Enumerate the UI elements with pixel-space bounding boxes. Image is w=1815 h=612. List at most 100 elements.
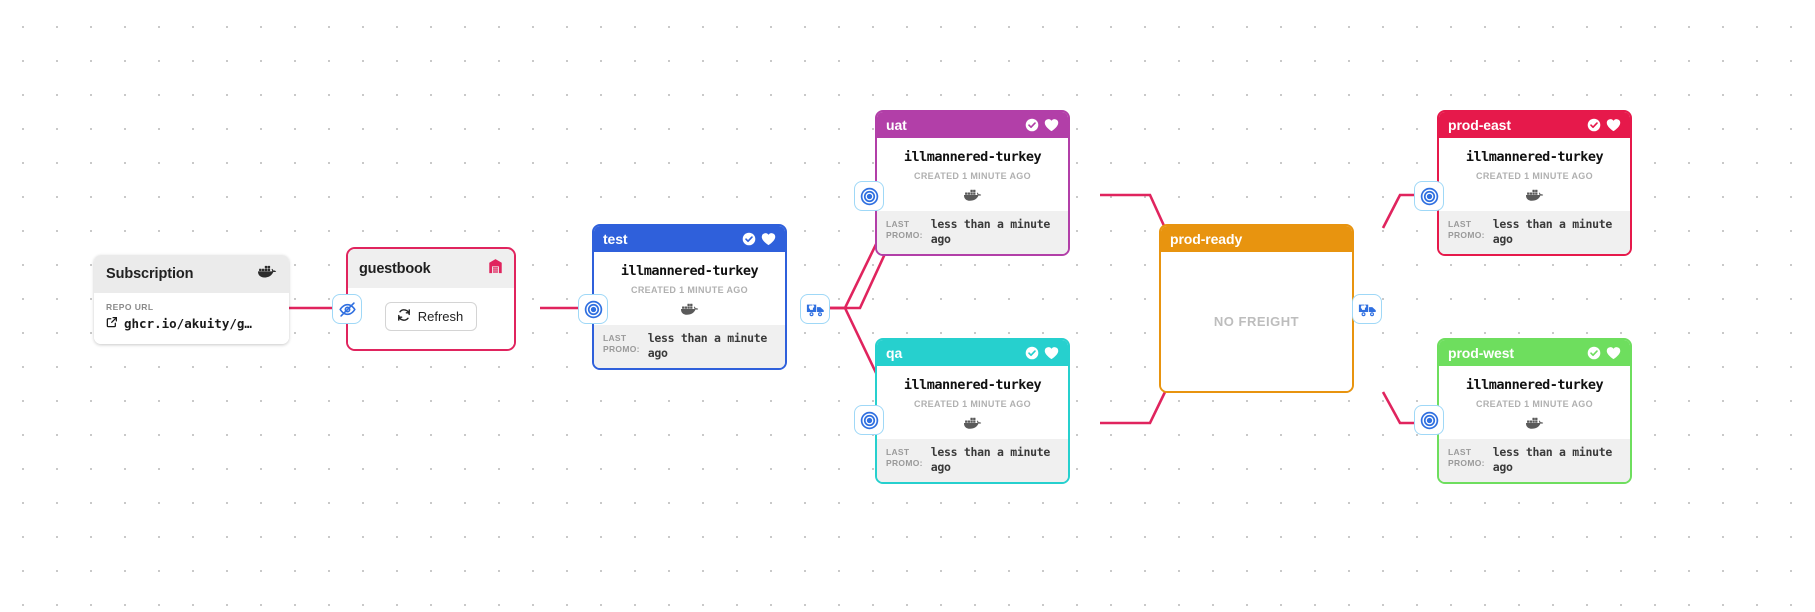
stage-header-prod-east[interactable]: prod-east <box>1439 112 1630 138</box>
stage-name-label: prod-west <box>1448 345 1514 361</box>
freight-created-label: CREATED 1 MINUTE AGO <box>1475 399 1593 409</box>
stage-name-label: qa <box>886 345 903 361</box>
health-check-icon[interactable] <box>1025 118 1039 132</box>
hide-subscription-toggle[interactable] <box>332 294 362 324</box>
stage-status-icons <box>1025 346 1059 360</box>
warehouse-header: guestbook <box>348 249 514 288</box>
target-icon <box>860 411 879 430</box>
docker-whale-icon <box>1447 416 1622 430</box>
stage-header-prod-west[interactable]: prod-west <box>1439 340 1630 366</box>
stage-status-icons <box>1587 346 1621 360</box>
stage-status-icons <box>742 232 776 246</box>
health-check-icon[interactable] <box>1587 118 1601 132</box>
docker-whale-icon <box>885 416 1060 430</box>
freight-name[interactable]: illmannered-turkey <box>620 263 759 279</box>
docker-whale-icon <box>885 188 1060 202</box>
stage-header-test[interactable]: test <box>594 226 785 252</box>
last-promo-value: less than a minute ago <box>1492 217 1613 247</box>
stage-status-icons <box>1025 118 1059 132</box>
subscription-body: REPO URL ghcr.io/akuity/g… <box>94 293 289 344</box>
refresh-label: Refresh <box>417 309 464 324</box>
stage-body-empty: NO FREIGHT <box>1161 252 1352 391</box>
truck-icon <box>806 301 825 318</box>
refresh-button[interactable]: Refresh <box>384 302 478 331</box>
freight-created-label: CREATED 1 MINUTE AGO <box>913 399 1031 409</box>
prod-east-target-button[interactable] <box>1414 181 1444 211</box>
stage-name-label: prod-ready <box>1170 231 1243 247</box>
freight-name[interactable]: illmannered-turkey <box>903 377 1042 393</box>
truck-icon <box>1358 301 1377 318</box>
docker-whale-icon <box>258 264 277 284</box>
warehouse-icon <box>488 258 503 279</box>
test-target-button[interactable] <box>578 294 608 324</box>
prod-west-target-button[interactable] <box>1414 405 1444 435</box>
freight-name[interactable]: illmannered-turkey <box>1465 377 1604 393</box>
docker-whale-icon <box>602 302 777 316</box>
freight-name[interactable]: illmannered-turkey <box>903 149 1042 165</box>
heart-icon[interactable] <box>1044 346 1059 360</box>
target-icon <box>860 187 879 206</box>
eye-off-icon <box>338 301 356 318</box>
target-icon <box>584 300 603 319</box>
stage-header-uat[interactable]: uat <box>877 112 1068 138</box>
heart-icon[interactable] <box>1044 118 1059 132</box>
external-link-icon <box>106 316 118 331</box>
subscription-card[interactable]: Subscription REPO URL <box>94 255 289 344</box>
freight-name[interactable]: illmannered-turkey <box>1465 149 1604 165</box>
last-promo-value: less than a minute ago <box>647 331 768 361</box>
stage-name-label: uat <box>886 117 907 133</box>
health-check-icon[interactable] <box>1025 346 1039 360</box>
stage-header-qa[interactable]: qa <box>877 340 1068 366</box>
heart-icon[interactable] <box>1606 118 1621 132</box>
test-promote-button[interactable] <box>800 294 830 324</box>
repo-url-value: ghcr.io/akuity/g… <box>124 316 252 331</box>
stage-name-label: test <box>603 231 628 247</box>
stage-header-prod-ready[interactable]: prod-ready <box>1161 226 1352 252</box>
prod-ready-promote-button[interactable] <box>1352 294 1382 324</box>
target-icon <box>1420 187 1439 206</box>
freight-created-label: CREATED 1 MINUTE AGO <box>630 285 748 295</box>
freight-created-label: CREATED 1 MINUTE AGO <box>913 171 1031 181</box>
uat-target-button[interactable] <box>854 181 884 211</box>
warehouse-card-guestbook[interactable]: guestbook Refresh <box>346 247 516 351</box>
health-check-icon[interactable] <box>742 232 756 246</box>
refresh-icon <box>397 308 411 325</box>
stage-name-label: prod-east <box>1448 117 1511 133</box>
heart-icon[interactable] <box>1606 346 1621 360</box>
no-freight-label: NO FREIGHT <box>1213 314 1300 329</box>
last-promo-value: less than a minute ago <box>1492 445 1613 475</box>
repo-url-label: REPO URL <box>106 302 154 312</box>
warehouse-body: Refresh <box>348 288 514 349</box>
subscription-header: Subscription <box>94 255 289 293</box>
health-check-icon[interactable] <box>1587 346 1601 360</box>
subscription-title: Subscription <box>106 266 194 282</box>
warehouse-title: guestbook <box>359 260 431 277</box>
stage-card-prod-ready[interactable]: prod-ready NO FREIGHT <box>1159 224 1354 393</box>
target-icon <box>1420 411 1439 430</box>
repo-url-row[interactable]: ghcr.io/akuity/g… <box>106 316 277 331</box>
qa-target-button[interactable] <box>854 405 884 435</box>
heart-icon[interactable] <box>761 232 776 246</box>
last-promo-value: less than a minute ago <box>930 217 1051 247</box>
